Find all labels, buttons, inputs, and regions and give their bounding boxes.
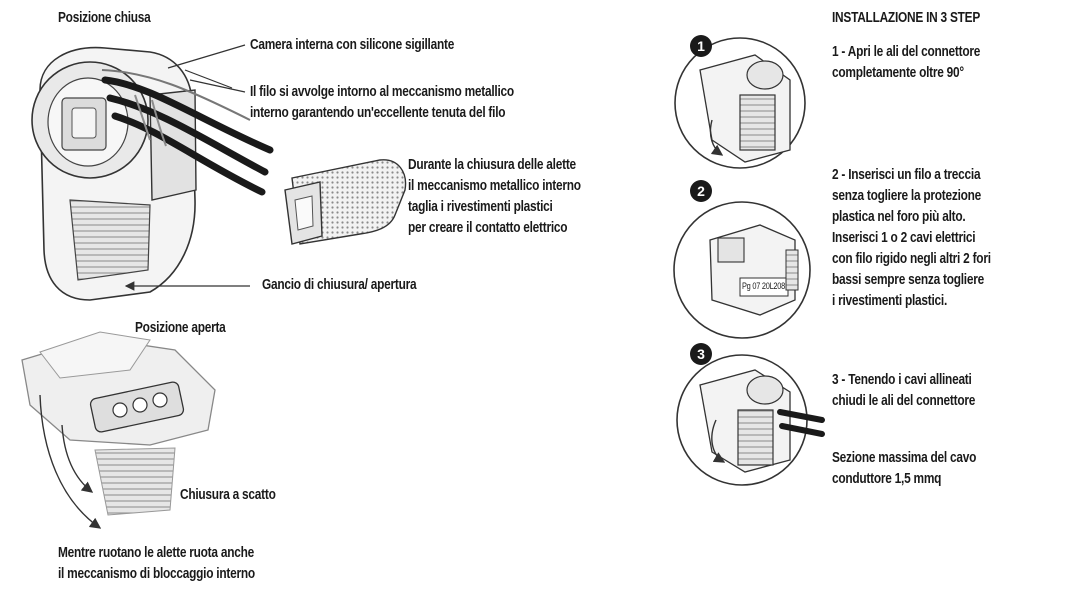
step3-text: 3 - Tenendo i cavi allineati chiudi le a… [832,372,976,409]
step2-badge: 2 [690,180,712,202]
step3-illustration [676,354,825,486]
label-hook: Gancio di chiusura/ apertura [262,277,417,293]
label-open-position: Posizione aperta [135,320,226,336]
max-section-note: Sezione massima del cavo conduttore 1,5 … [832,450,977,487]
closed-connector-illustration [31,46,274,301]
step2-illustration [673,201,811,339]
label-closing-wings: Durante la chiusura delle alette il mecc… [408,157,581,236]
connector-code-label: Pg 07 20L208 [742,281,786,291]
label-wire-wrap: Il filo si avvolge intorno al meccanismo… [250,84,514,121]
label-rotation-note: Mentre ruotano le alette ruota anche il … [58,545,255,582]
callout-leaders [124,44,250,291]
label-inner-chamber: Camera interna con silicone sigillante [250,37,455,53]
metal-insert-illustration [284,159,407,245]
label-closed-position: Posizione chiusa [58,10,151,26]
step1-text: 1 - Apri le ali del connettore completam… [832,44,981,81]
step2-text: 2 - Inserisci un filo a treccia senza to… [832,167,991,309]
step1-badge: 1 [690,35,712,57]
label-snap-closure: Chiusura a scatto [180,487,276,503]
step3-badge: 3 [690,343,712,365]
step1-illustration [674,37,806,169]
installation-title: INSTALLAZIONE IN 3 STEP [832,10,981,26]
open-connector-illustration [21,331,216,529]
